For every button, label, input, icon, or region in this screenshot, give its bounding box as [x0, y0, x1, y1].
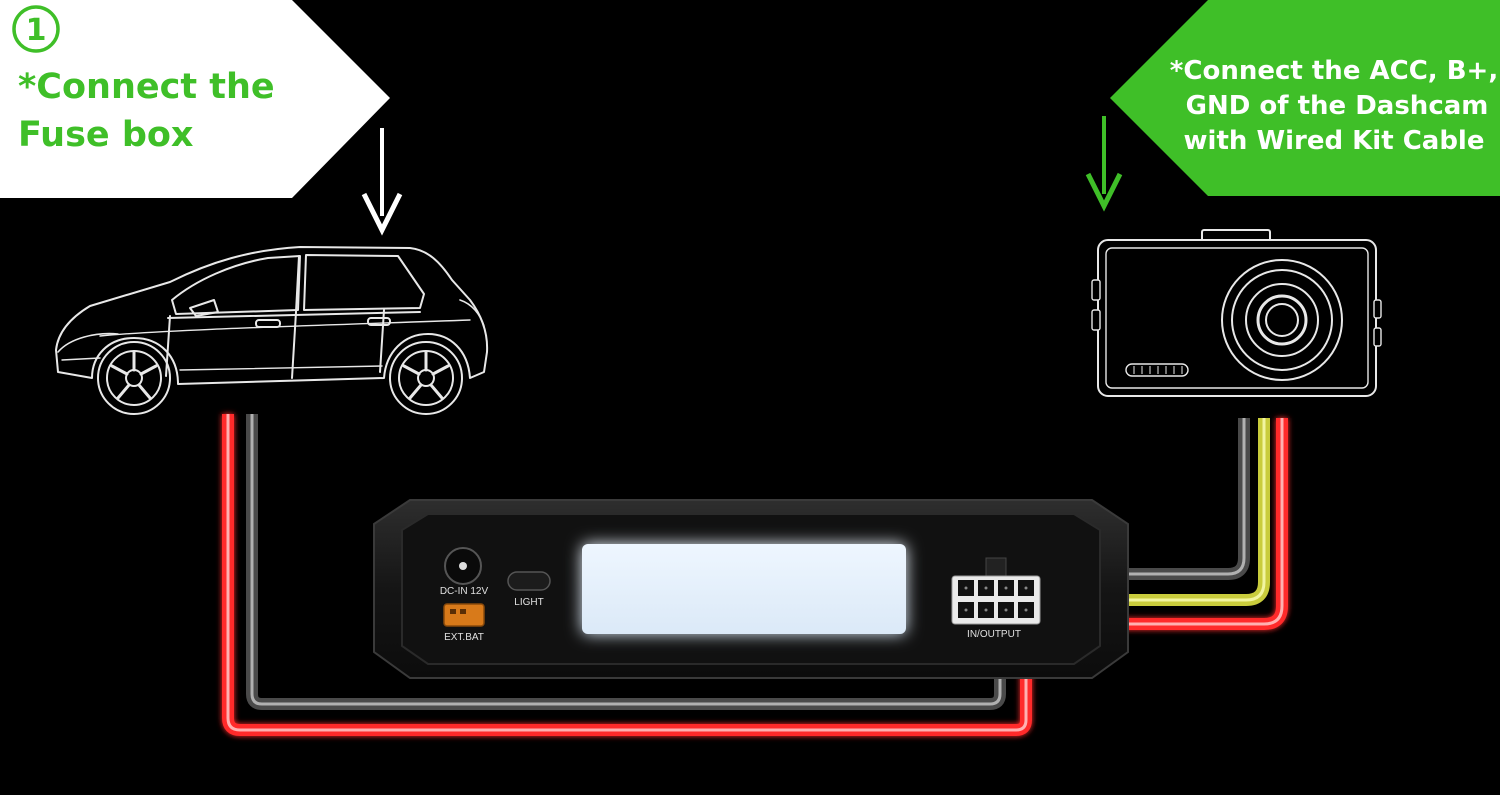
power-bank-unit: DC-IN 12V EXT.BAT LIGHT: [373, 499, 1129, 679]
green-arrow-down-icon: [1085, 116, 1123, 212]
in-output-label: IN/OUTPUT: [967, 629, 1021, 640]
ext-bat-label: EXT.BAT: [444, 632, 484, 643]
dashcam-wires: [1050, 418, 1288, 630]
callout-right-line3: with Wired Kit Cable: [1184, 126, 1485, 156]
callout-right: *Connect the ACC, B+, GND of the Dashcam…: [1110, 0, 1500, 196]
callout-right-line2: GND of the Dashcam: [1186, 91, 1489, 121]
dashcam-icon: [1091, 229, 1382, 397]
callout-right-banner: [1110, 0, 1500, 196]
display-screen: [582, 544, 906, 634]
callout-left-line2: Fuse box: [18, 115, 194, 155]
callout-right-line1: *Connect the ACC, B+,: [1170, 56, 1498, 86]
light-label: LIGHT: [514, 597, 543, 608]
in-output-connector: [951, 557, 1041, 625]
callout-left-banner: [0, 0, 390, 198]
light-button[interactable]: [507, 571, 551, 591]
car-wires: [222, 414, 1032, 736]
callout-left: 1 *Connect the Fuse box: [0, 0, 390, 198]
step-number: 1: [26, 13, 47, 48]
step-number-circle: [12, 5, 60, 53]
car-icon: [55, 246, 489, 415]
dc-in-jack: [444, 547, 482, 585]
arrow-down-icon: [361, 128, 403, 236]
callout-left-line1: *Connect the: [18, 67, 275, 107]
ext-bat-port: [443, 603, 485, 627]
dc-in-label: DC-IN 12V: [440, 586, 489, 597]
